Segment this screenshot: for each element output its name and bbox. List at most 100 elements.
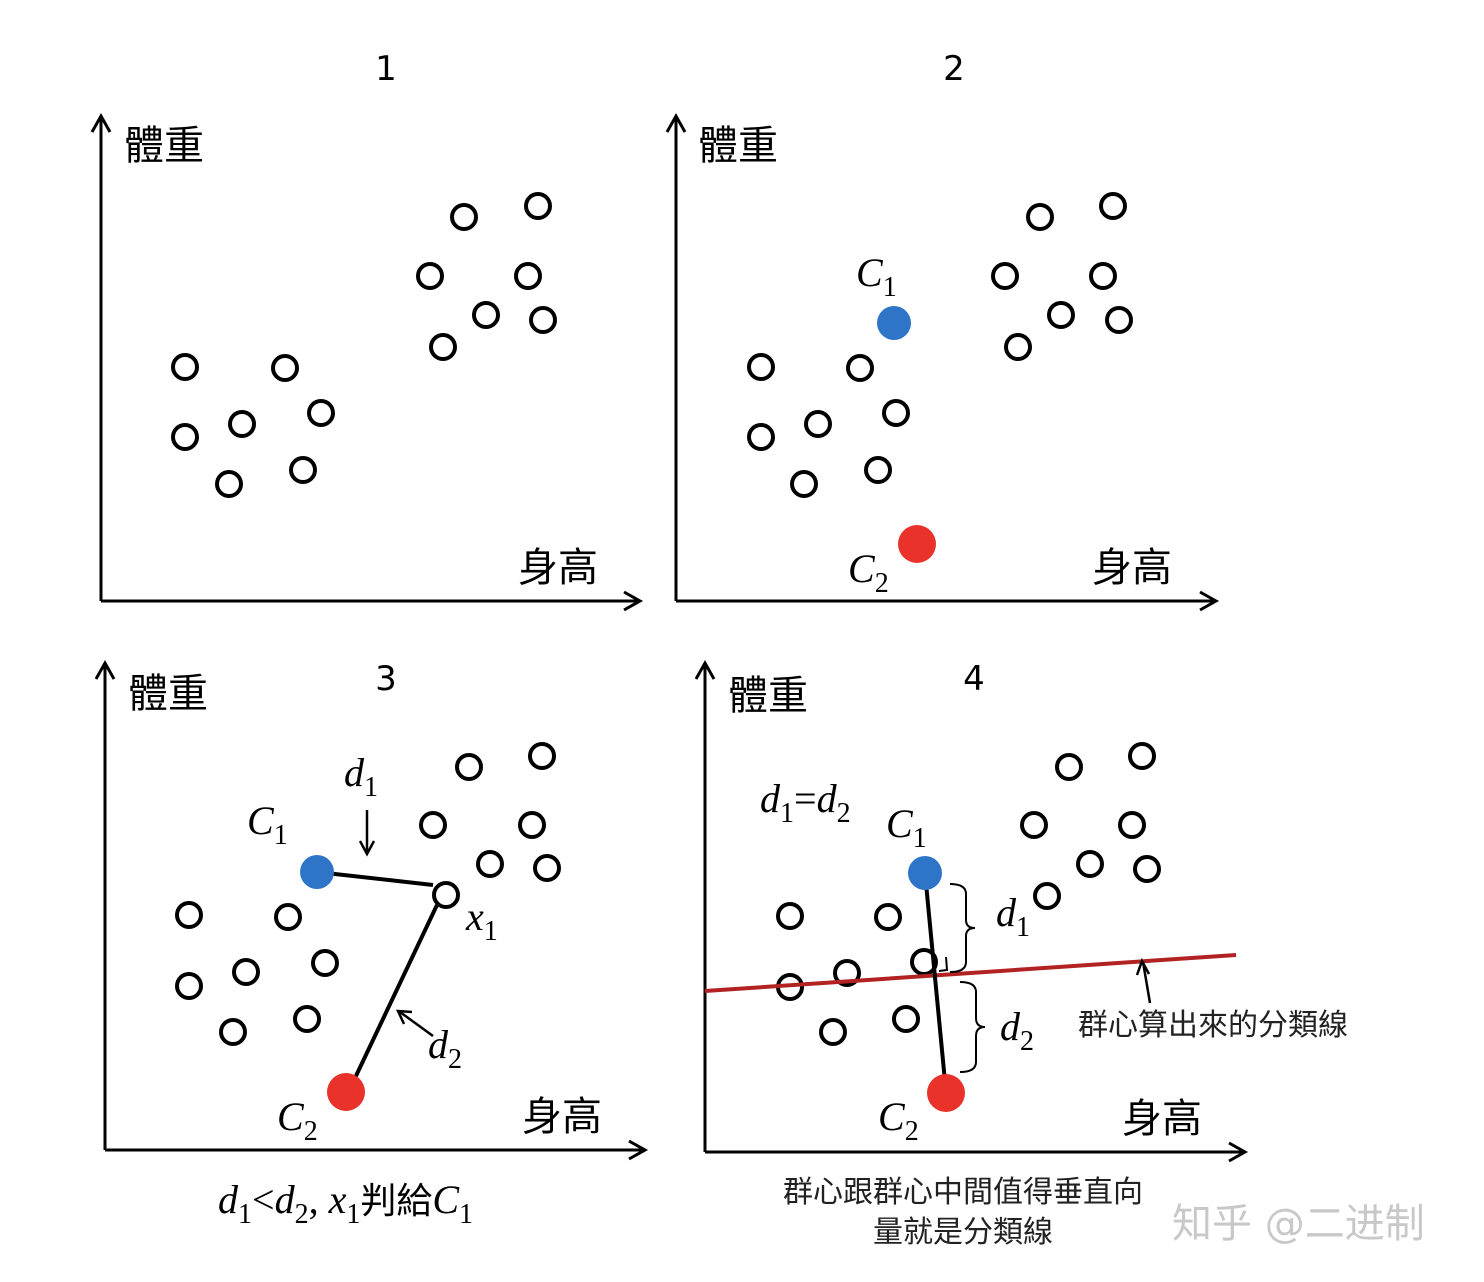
data-point	[472, 301, 500, 329]
x-axis-label: 身高	[522, 1094, 602, 1140]
centroid-c2-label: C2	[277, 1094, 318, 1147]
x-axis-arrow-icon	[623, 590, 644, 612]
centroid-c2-label: C2	[848, 546, 889, 599]
centroid-c1-label: C1	[856, 250, 897, 303]
panel-number: 1	[375, 49, 397, 89]
data-point	[171, 353, 199, 381]
data-point	[747, 353, 775, 381]
centroid-c2	[927, 1074, 965, 1112]
x-axis-arrow-icon	[1199, 590, 1220, 612]
y-axis-label: 體重	[698, 123, 778, 169]
watermark: 知乎 @二进制	[1172, 1201, 1425, 1247]
data-point	[1099, 192, 1127, 220]
panel-number: 2	[943, 49, 965, 89]
panel-1: 1 體重 身高	[90, 49, 644, 612]
data-point	[528, 742, 556, 770]
right-angle-icon	[938, 956, 949, 972]
data-points	[175, 742, 561, 1046]
panel-3-caption: d1<d2, x1判給C1	[218, 1177, 473, 1230]
equality-label: d1=d2	[760, 776, 851, 829]
data-point	[1004, 333, 1032, 361]
y-axis-label: 體重	[128, 671, 208, 717]
data-points	[171, 192, 557, 498]
d2-brace	[959, 981, 986, 1073]
y-axis-arrow-icon	[90, 112, 112, 133]
data-point	[1105, 306, 1133, 334]
d2-arrow-icon	[395, 1009, 434, 1038]
data-point	[1033, 882, 1061, 910]
data-points	[776, 742, 1161, 1046]
data-points	[747, 192, 1133, 498]
centroid-c2-label: C2	[878, 1094, 919, 1147]
data-point	[271, 354, 299, 382]
data-point	[1118, 811, 1146, 839]
panel-number: 3	[375, 659, 397, 699]
data-point	[289, 456, 317, 484]
y-axis-label: 體重	[728, 673, 808, 719]
data-point	[882, 399, 910, 427]
centroid-c1-label: C1	[247, 798, 288, 851]
data-point	[529, 306, 557, 334]
d1-label: d1	[996, 890, 1030, 943]
y-axis-arrow-icon	[665, 112, 687, 133]
data-point	[232, 958, 260, 986]
data-point	[864, 456, 892, 484]
d2-label: d2	[428, 1022, 462, 1075]
point-x1-label: x1	[465, 894, 498, 947]
data-point	[450, 203, 478, 231]
panel-3: 3 體重 身高 C1 C2 x1 d1	[94, 659, 649, 1230]
y-axis-arrow-icon	[694, 659, 716, 680]
d2-label: d2	[1000, 1004, 1034, 1057]
panel-4-caption-line1: 群心跟群心中間值得垂直向	[783, 1175, 1143, 1210]
data-point	[307, 399, 335, 427]
d1-arrow-icon	[358, 810, 376, 857]
data-point	[524, 192, 552, 220]
centroid-connector	[923, 872, 948, 1093]
centroid-c2	[327, 1073, 365, 1111]
data-point	[311, 949, 339, 977]
panel-2: 2 體重 身高 C1 C2	[665, 49, 1220, 612]
y-axis-arrow-icon	[94, 659, 116, 680]
data-point	[429, 333, 457, 361]
distance-line-d1	[316, 870, 434, 887]
data-point	[171, 423, 199, 451]
data-point	[1020, 811, 1048, 839]
data-point	[846, 354, 874, 382]
centroid-c1	[877, 306, 911, 340]
data-point	[991, 262, 1019, 290]
data-point	[228, 410, 256, 438]
data-point	[776, 902, 804, 930]
data-point	[293, 1005, 321, 1033]
data-point	[1089, 262, 1117, 290]
data-point	[1026, 203, 1054, 231]
data-point	[215, 470, 243, 498]
data-point	[1133, 855, 1161, 883]
data-point	[175, 901, 203, 929]
x-axis-arrow-icon	[628, 1139, 649, 1161]
data-point	[455, 753, 483, 781]
centroid-c2	[898, 525, 936, 563]
data-point	[175, 972, 203, 1000]
data-point	[819, 1018, 847, 1046]
classification-line	[704, 953, 1237, 993]
data-point	[804, 410, 832, 438]
data-point	[892, 1005, 920, 1033]
data-point	[416, 262, 444, 290]
centroid-c1	[300, 855, 334, 889]
data-point	[1055, 753, 1083, 781]
distance-line-d2	[353, 904, 439, 1079]
data-point	[1076, 850, 1104, 878]
point-x1	[432, 881, 460, 909]
data-point	[219, 1018, 247, 1046]
panel-4: 4 體重 身高 C1 C2 d1=d2	[694, 659, 1348, 1250]
centroid-c1	[908, 856, 942, 890]
data-point	[518, 811, 546, 839]
x-axis-label: 身高	[1122, 1096, 1202, 1142]
x-axis-label: 身高	[1092, 545, 1172, 591]
line-arrow-icon	[1135, 957, 1152, 1004]
data-point	[419, 811, 447, 839]
x-axis-arrow-icon	[1228, 1141, 1249, 1163]
data-point	[747, 423, 775, 451]
data-point	[874, 903, 902, 931]
